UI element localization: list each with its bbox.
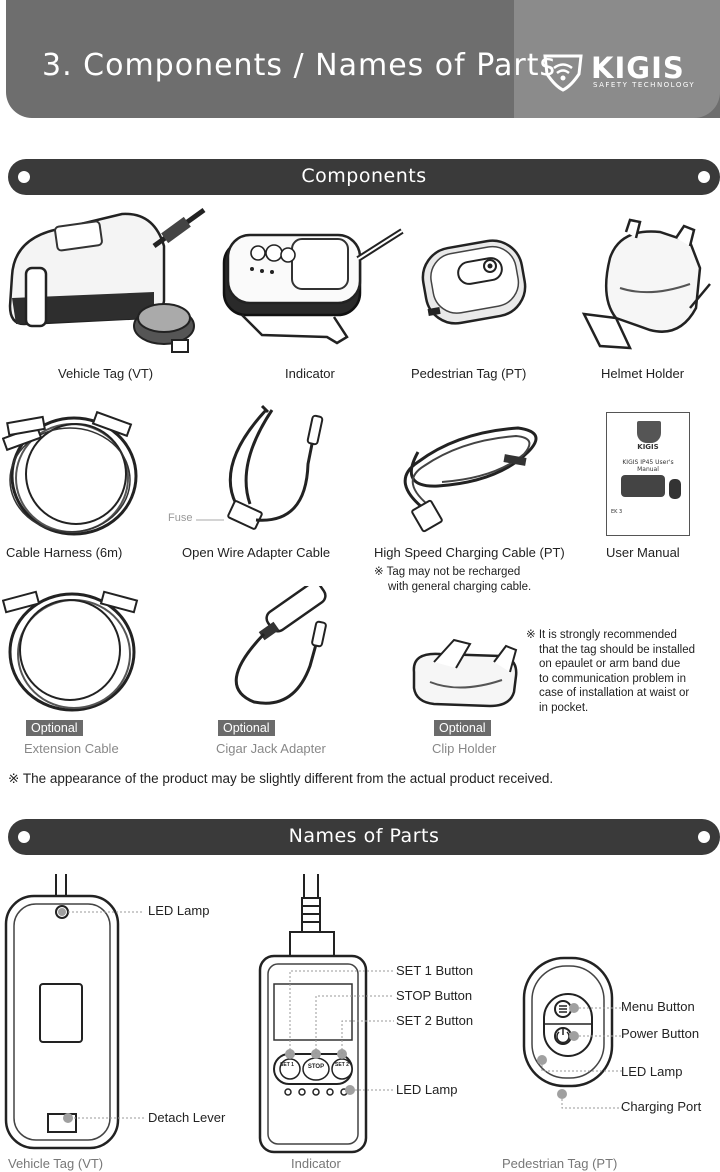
pedestrian-tag-diagram (522, 956, 624, 1109)
set2-button-label: SET 2 Button (396, 1013, 474, 1028)
brand-name: KIGIS (591, 51, 685, 85)
vehicle-tag-diagram (4, 874, 144, 1150)
stop-button-label: STOP Button (396, 988, 473, 1003)
cigar-jack-caption: Cigar Jack Adapter (216, 741, 326, 756)
install-note-line-2: that the tag should be installed (539, 644, 696, 656)
set1-button-label: SET 1 Button (396, 963, 474, 978)
indicator-diagram-caption: Indicator (291, 1156, 341, 1171)
charging-note-line-2: with general charging cable. (388, 581, 532, 593)
pedestrian-tag-image (421, 239, 527, 325)
vehicle-tag-caption: Vehicle Tag (VT) (58, 366, 154, 381)
header-brand-panel (514, 0, 720, 118)
parts-section-title: Names of Parts (288, 825, 440, 847)
charging-note-line-1: ※ Tag may not be recharged (374, 566, 521, 578)
install-note-line-3: on epaulet or arm band due (539, 658, 681, 670)
brand-logo: KIGIS SAFETY TECHNOLOGY (541, 50, 701, 94)
bar-dot-icon (698, 171, 710, 183)
fuse-leader-line (196, 519, 224, 521)
bar-dot-icon (18, 831, 30, 843)
install-note-line-1: ※ It is strongly recommended (526, 629, 677, 641)
cable-harness-caption: Cable Harness (6m) (6, 545, 123, 560)
extension-cable-image (2, 590, 139, 712)
bar-dot-icon (698, 831, 710, 843)
manual-product-photo (621, 475, 665, 497)
fuse-label: Fuse (168, 512, 193, 524)
install-note-line-4: to communication problem in (539, 673, 687, 685)
charging-port-label: Charging Port (621, 1099, 702, 1114)
components-section-title: Components (301, 165, 427, 187)
brand-tagline: SAFETY TECHNOLOGY (593, 81, 696, 89)
pt-diagram-caption: Pedestrian Tag (PT) (502, 1156, 618, 1171)
install-note-line-6: in pocket. (539, 702, 589, 714)
indicator-caption: Indicator (285, 366, 335, 381)
extension-cable-caption: Extension Cable (24, 741, 119, 756)
appearance-disclaimer: ※ The appearance of the product may be s… (8, 771, 554, 786)
bar-dot-icon (18, 171, 30, 183)
helmet-holder-caption: Helmet Holder (601, 366, 685, 381)
manual-brand: KIGIS (637, 443, 659, 451)
charging-cable-image (403, 426, 538, 533)
open-wire-adapter-image (227, 404, 324, 530)
page-title: 3. Components / Names of Parts (42, 48, 557, 83)
pedestrian-tag-caption: Pedestrian Tag (PT) (411, 366, 527, 381)
vt-diagram-caption: Vehicle Tag (VT) (8, 1156, 104, 1171)
indicator-image (222, 228, 404, 345)
user-manual-caption: User Manual (606, 545, 680, 560)
manual-product-photo-2 (669, 479, 681, 499)
optional-badge: Optional (218, 720, 275, 736)
cable-harness-image (2, 410, 138, 536)
open-wire-caption: Open Wire Adapter Cable (182, 545, 331, 560)
clip-holder-caption: Clip Holder (432, 741, 497, 756)
user-manual-image: KIGIS KIGIS IP45 User's Manual EK 3 (606, 412, 690, 536)
indicator-btn-stop-text: STOP (307, 1064, 325, 1070)
components-section-bar: Components (8, 159, 720, 195)
power-button-label: Power Button (621, 1026, 700, 1041)
shield-icon (543, 54, 583, 92)
manual-title: KIGIS IP45 User's Manual (622, 459, 674, 473)
install-note-line-5: case of installation at waist or (539, 687, 690, 699)
page-header: 3. Components / Names of Parts KIGIS SAF… (6, 0, 720, 118)
parts-section-bar: Names of Parts (8, 819, 720, 855)
pt-led-lamp-label: LED Lamp (621, 1064, 683, 1079)
vt-led-lamp-label: LED Lamp (148, 903, 210, 918)
indicator-led-lamp-label: LED Lamp (396, 1082, 458, 1097)
manual-shield-icon (637, 421, 661, 443)
indicator-btn-set1-text: SET 1 (280, 1062, 294, 1068)
manual-code: EK 3 (611, 509, 623, 515)
vt-detach-lever-label: Detach Lever (148, 1110, 226, 1125)
helmet-holder-image (581, 218, 711, 350)
indicator-btn-set2-text: SET 2 (335, 1062, 349, 1068)
clip-holder-image (412, 638, 518, 708)
optional-badge: Optional (26, 720, 83, 736)
optional-badge: Optional (434, 720, 491, 736)
cigar-jack-image (234, 586, 327, 705)
menu-button-label: Menu Button (621, 999, 695, 1014)
indicator-diagram (258, 874, 394, 1154)
vehicle-tag-image (8, 207, 206, 353)
charging-cable-caption: High Speed Charging Cable (PT) (374, 545, 565, 560)
